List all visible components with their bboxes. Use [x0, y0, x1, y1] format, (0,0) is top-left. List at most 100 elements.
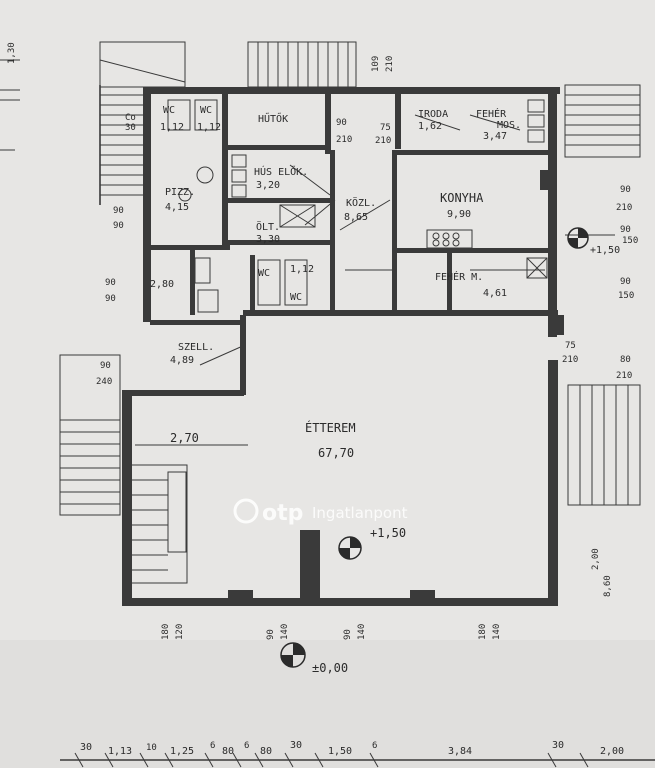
dim-left-co: Co	[125, 113, 136, 123]
dim-row-30c: 30	[552, 740, 564, 751]
dim-right-150: 150	[622, 236, 638, 246]
room-small-area: 2,80	[150, 279, 174, 290]
dim-right-90b: 90	[620, 225, 631, 235]
room-hus-elok-area: 3,20	[256, 180, 280, 191]
room-wc1-area: 1,12	[160, 122, 184, 133]
room-etterem-area: 67,70	[318, 446, 354, 460]
room-szell-area: 4,89	[170, 355, 194, 366]
stair-left	[59, 354, 121, 516]
dim-row-125: 1,25	[170, 746, 194, 757]
dim-top-109: 109	[371, 56, 381, 72]
room-feher-mos: FEHÉR	[476, 107, 507, 120]
bottom-dim-line	[60, 752, 655, 768]
dim-top-210b: 210	[385, 56, 395, 72]
room-kozl-area: 8,65	[344, 212, 368, 223]
dim-right-75: 75	[565, 341, 576, 351]
room-iroda-area: 1,62	[418, 121, 442, 132]
dim-bottom-90b: 90	[343, 629, 353, 640]
dim-right-80: 80	[620, 355, 631, 365]
dim-row-6a: 6	[210, 741, 215, 751]
room-wc2: WC	[200, 105, 212, 116]
stair-top-right	[564, 84, 641, 158]
dim-right-210b: 210	[616, 371, 632, 381]
room-iroda: IRODA	[418, 109, 448, 120]
room-feher-mos-area: 3,47	[483, 131, 507, 142]
dim-door-75: 75	[380, 123, 391, 133]
dim-left-90b: 90	[113, 221, 124, 231]
dim-bottom-90: 90	[266, 629, 276, 640]
room-konyha-area: 9,90	[447, 209, 471, 220]
dim-top-90: 90	[336, 118, 347, 128]
fixtures	[167, 99, 548, 313]
room-pizz: PIZZ.	[165, 187, 195, 198]
dim-right-210c: 210	[562, 355, 578, 365]
dim-right-150b: 150	[618, 291, 634, 301]
dim-8-60: 8,60	[603, 575, 613, 597]
dim-door-210: 210	[375, 136, 391, 146]
room-konyha: KONYHA	[440, 191, 484, 205]
room-hutok: HŰTŐK	[258, 111, 288, 125]
dim-row-113: 1,13	[108, 746, 132, 757]
dim-bottom-140c: 140	[492, 624, 502, 640]
dim-right-210a: 210	[616, 203, 632, 213]
dim-row-6b: 6	[244, 741, 249, 751]
section-lines	[135, 114, 615, 446]
dim-left-90a: 90	[113, 206, 124, 216]
watermark-brand: otp	[262, 501, 303, 526]
dim-far-left: 1,30	[7, 42, 17, 64]
dim-row-80b: 80	[260, 746, 272, 757]
room-kozl: KÖZL.	[346, 196, 376, 209]
room-feher-m: FEHÉR M.	[435, 270, 483, 283]
level-marker-right	[567, 227, 589, 249]
room-wc4: WC	[290, 292, 302, 303]
dim-left-30: 30	[125, 123, 136, 133]
room-olt: ÖLT.	[256, 220, 280, 233]
left-dim-marks	[0, 59, 20, 151]
watermark-logo: otp Ingatlanpont	[233, 498, 408, 526]
dim-row-384: 3,84	[448, 746, 472, 757]
room-pizz-area: 4,15	[165, 202, 189, 213]
dim-left-240: 240	[96, 377, 112, 387]
room-hus-elok: HÚS ELŐK.	[254, 164, 308, 178]
walls	[122, 87, 564, 606]
room-feher-m-area: 4,61	[483, 288, 507, 299]
dim-left-90d: 90	[105, 294, 116, 304]
dim-bottom-180a: 180	[161, 624, 171, 640]
dim-bottom-140b: 140	[357, 624, 367, 640]
dim-right-90c: 90	[620, 277, 631, 287]
room-wc4-area: 1,12	[290, 264, 314, 275]
dim-row-80a: 80	[222, 746, 234, 757]
room-wc1: WC	[163, 105, 175, 116]
room-etterem: ÉTTEREM	[305, 420, 356, 435]
stair-right	[567, 384, 641, 506]
dim-2-70: 2,70	[170, 431, 199, 445]
dim-bottom-120: 120	[175, 624, 185, 640]
level-ground: ±0,00	[312, 661, 348, 675]
level-marker-main	[338, 536, 362, 560]
dim-row-150: 1,50	[328, 746, 352, 757]
room-feher-mos-2: MOS.	[497, 120, 521, 131]
stair-inner	[124, 464, 188, 584]
dim-2-00: 2,00	[591, 548, 601, 570]
room-olt-area: 3,30	[256, 234, 280, 245]
dim-bottom-180b: 180	[478, 624, 488, 640]
dim-row-200: 2,00	[600, 746, 624, 757]
dim-row-10: 10	[146, 743, 157, 753]
dim-row-30b: 30	[290, 740, 302, 751]
room-wc3: WC	[258, 268, 270, 279]
dim-left-90e: 90	[100, 361, 111, 371]
stair-top-left	[99, 41, 186, 205]
dim-left-90c: 90	[105, 278, 116, 288]
level-right: +1,50	[590, 245, 620, 256]
dim-row-6c: 6	[372, 741, 377, 751]
dim-bottom-140a: 140	[280, 624, 290, 640]
level-main: +1,50	[370, 526, 406, 540]
dim-row-30a: 30	[80, 742, 92, 753]
watermark-suffix: Ingatlanpont	[312, 504, 408, 522]
room-wc2-area: 1,12	[197, 122, 221, 133]
room-szell: SZELL.	[178, 342, 214, 353]
dim-top-210: 210	[336, 135, 352, 145]
dim-right-90a: 90	[620, 185, 631, 195]
level-marker-ground	[280, 642, 306, 668]
